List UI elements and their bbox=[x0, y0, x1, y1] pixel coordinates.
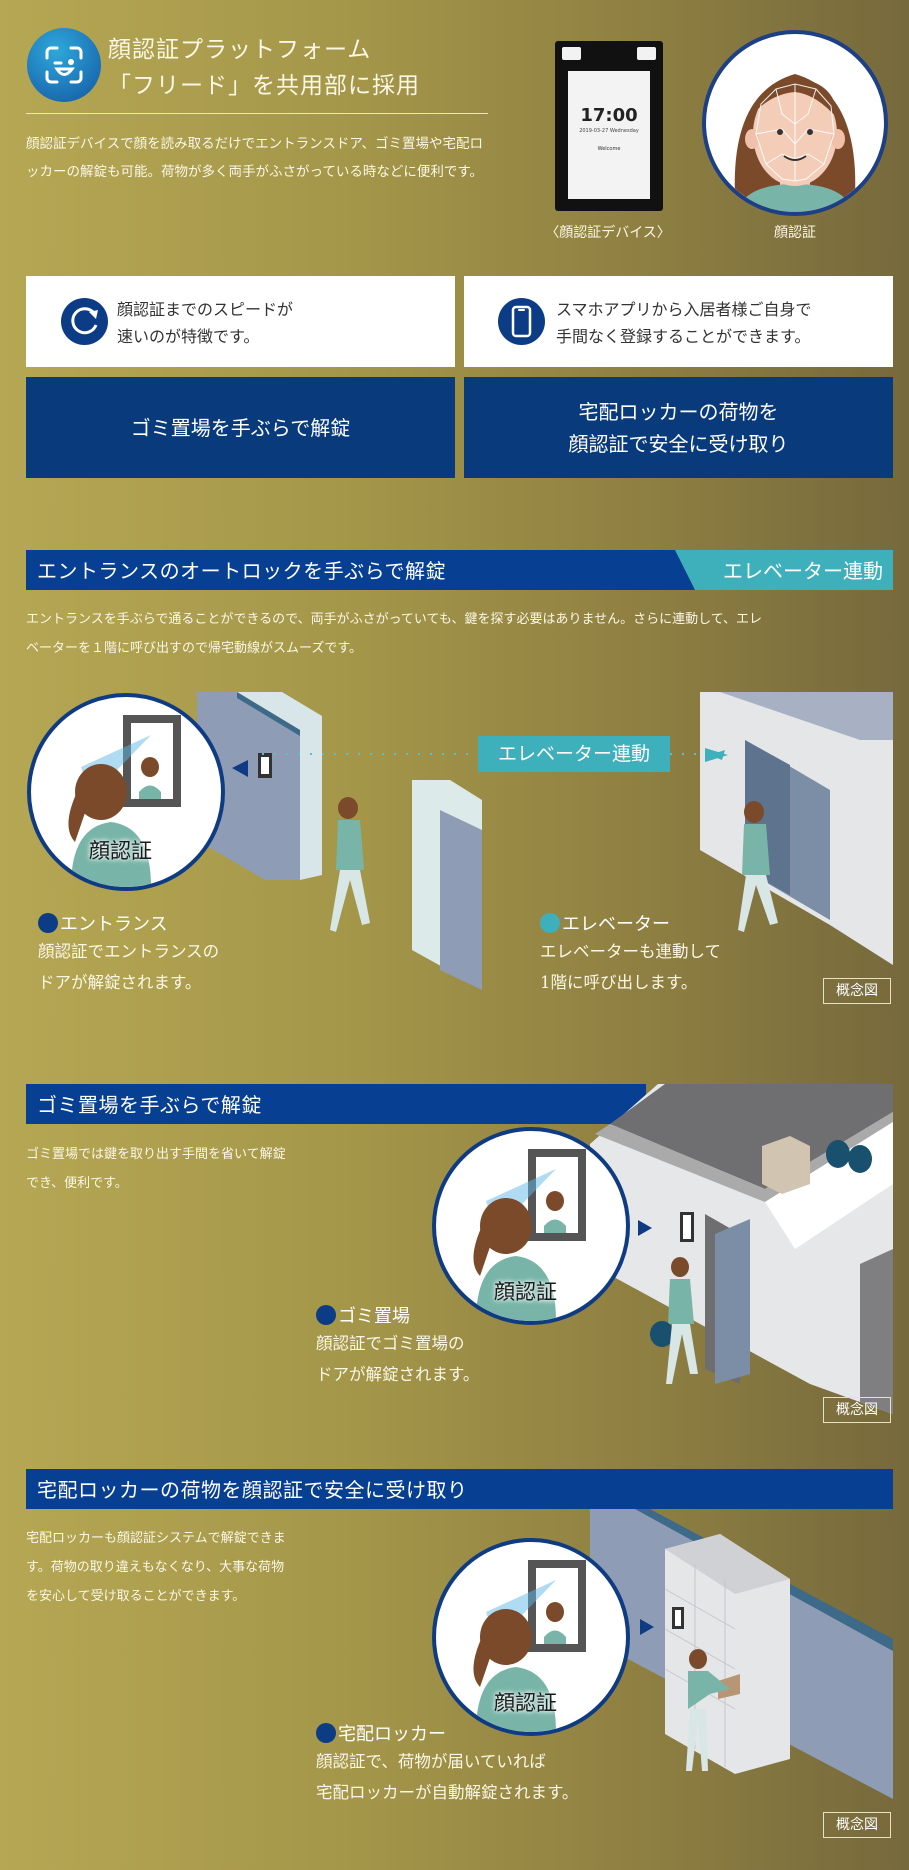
entrance-section-header: エントランスのオートロックを手ぶらで解錠 エレベーター連動 bbox=[26, 550, 893, 590]
locker-description: 宅配ロッカーも顔認証システムで解錠できま す。荷物の取り違えもなくなり、大事な荷… bbox=[26, 1531, 286, 1604]
entrance-illustration bbox=[0, 680, 909, 1000]
garbage-section-header: ゴミ置場を手ぶらで解錠 bbox=[26, 1084, 646, 1124]
device-caption: 〈顔認証デバイス〉 bbox=[545, 225, 671, 241]
dot-icon bbox=[316, 1305, 336, 1325]
face-auth-device-image: 17:00 2019-03-27 Wednesday Welcome bbox=[555, 41, 663, 211]
elevator-link-label: エレベーター連動 bbox=[478, 736, 670, 772]
device-welcome: Welcome bbox=[597, 146, 621, 152]
feature-text: 顔認証までのスピードが 速いのが特徴です。 bbox=[117, 300, 294, 346]
title-divider bbox=[26, 113, 488, 114]
title-line-2: 「フリード」を共用部に採用 bbox=[108, 73, 420, 99]
section-title: 宅配ロッカーの荷物を顔認証で安全に受け取り bbox=[37, 1478, 468, 1502]
face-recognition-logo-icon bbox=[27, 28, 101, 102]
dot-icon bbox=[38, 913, 58, 933]
feature-text: スマホアプリから入居者様ご自身で 手間なく登録することができます。 bbox=[556, 300, 812, 346]
device-screen: 17:00 2019-03-27 Wednesday Welcome bbox=[568, 71, 650, 199]
nav-garbage-button[interactable]: ゴミ置場を手ぶらで解錠 bbox=[26, 377, 455, 478]
entrance-description: エントランスを手ぶらで通ることができるので、両手がふさがっていても、鍵を探す必要… bbox=[26, 612, 763, 656]
garbage-caption: ゴミ置場 顔認証でゴミ置場の ドアが解錠されます。 bbox=[316, 1305, 480, 1384]
locker-illustration bbox=[590, 1509, 909, 1799]
face-auth-zoom-circle: 顔認証 bbox=[27, 693, 225, 891]
garbage-description: ゴミ置場では鍵を取り出す手間を省いて解錠 でき、便利です。 bbox=[26, 1147, 286, 1191]
face-mesh-illustration bbox=[702, 30, 888, 216]
title-line-1: 顔認証プラットフォーム bbox=[108, 37, 372, 63]
smartphone-icon bbox=[498, 298, 545, 345]
dot-icon bbox=[316, 1723, 336, 1743]
sensor-right bbox=[637, 47, 656, 60]
auth-label: 顔認証 bbox=[89, 839, 152, 863]
auth-label: 顔認証 bbox=[494, 1691, 557, 1715]
elevator-link-tag: エレベーター連動 bbox=[675, 550, 893, 590]
page-title: 顔認証プラットフォーム 「フリード」を共用部に採用 bbox=[108, 32, 420, 104]
feature-app-card: スマホアプリから入居者様ご自身で 手間なく登録することができます。 bbox=[464, 276, 893, 367]
sensor-left bbox=[562, 47, 581, 60]
face-auth-zoom-circle: 顔認証 bbox=[432, 1538, 630, 1736]
device-time: 17:00 bbox=[580, 105, 638, 126]
feature-speed-card: 顔認証までのスピードが 速いのが特徴です。 bbox=[26, 276, 455, 367]
entrance-caption: エントランス 顔認証でエントランスの ドアが解錠されます。 bbox=[38, 913, 220, 992]
refresh-speed-icon bbox=[61, 298, 108, 345]
concept-diagram-label: 概念図 bbox=[823, 1812, 891, 1838]
locker-caption: 宅配ロッカー 顔認証で、荷物が届いていれば 宅配ロッカーが自動解錠されます。 bbox=[316, 1723, 579, 1802]
dot-icon bbox=[540, 913, 560, 933]
concept-diagram-label: 概念図 bbox=[823, 1397, 891, 1423]
face-caption: 顔認証 bbox=[774, 225, 816, 241]
garbage-illustration bbox=[590, 1084, 909, 1424]
face-auth-zoom-circle: 顔認証 bbox=[432, 1127, 630, 1325]
nav-locker-button[interactable]: 宅配ロッカーの荷物を 顔認証で安全に受け取り bbox=[464, 377, 893, 478]
concept-diagram-label: 概念図 bbox=[823, 978, 891, 1004]
elevator-caption: エレベーター エレベーターも連動して 1階に呼び出します。 bbox=[540, 913, 722, 992]
intro-text: 顔認証デバイスで顔を読み取るだけでエントランスドア、ゴミ置場や宅配ロッカーの解錠… bbox=[26, 136, 483, 180]
device-date: 2019-03-27 Wednesday bbox=[579, 128, 639, 134]
locker-section-header: 宅配ロッカーの荷物を顔認証で安全に受け取り bbox=[26, 1469, 893, 1509]
section-title: ゴミ置場を手ぶらで解錠 bbox=[37, 1093, 262, 1117]
section-title: エントランスのオートロックを手ぶらで解錠 bbox=[37, 559, 446, 583]
auth-label: 顔認証 bbox=[494, 1280, 557, 1304]
